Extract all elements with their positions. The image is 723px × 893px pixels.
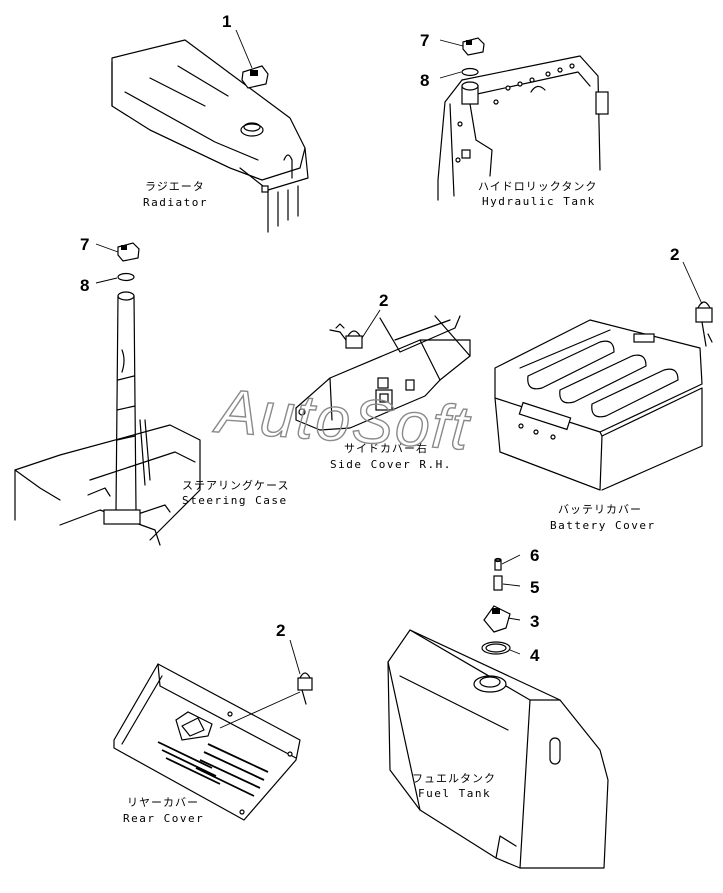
callout-numbers: 1 7 8 7 8 2 2 2 6 5 3 4 [80, 12, 679, 665]
label-steering-case-en: Steering Case [182, 494, 288, 507]
label-radiator-ja: ラジエータ [145, 180, 205, 193]
label-fuel-tank-ja: フュエルタンク [412, 772, 496, 785]
callout-hyd-cap: 7 [420, 31, 429, 50]
label-rear-cover-en: Rear Cover [123, 812, 204, 825]
label-fuel-tank-en: Fuel Tank [418, 787, 491, 800]
callout-rear-lock: 2 [276, 621, 285, 640]
hydraulic-tank-drawing [437, 37, 609, 201]
callout-steer-ring: 8 [80, 276, 89, 295]
callout-fuel-5: 5 [530, 578, 539, 597]
label-hydraulic-tank-en: Hydraulic Tank [482, 195, 596, 208]
callout-battery-lock: 2 [670, 245, 679, 264]
side-cover-drawing [295, 309, 471, 431]
label-battery-cover-ja: バッテリカバー [558, 503, 642, 516]
callout-fuel-3: 3 [530, 612, 539, 631]
label-radiator-en: Radiator [143, 196, 208, 209]
callout-fuel-4: 4 [530, 646, 540, 665]
label-side-cover-ja: サイドカバー右 [344, 441, 428, 455]
callout-fuel-6: 6 [530, 546, 539, 565]
radiator-drawing [111, 29, 309, 233]
rear-cover-drawing [113, 639, 313, 821]
callout-radiator-cap: 1 [222, 12, 231, 31]
steering-case-drawing [14, 242, 201, 546]
label-battery-cover-en: Battery Cover [550, 519, 656, 532]
battery-cover-drawing [494, 261, 713, 491]
label-side-cover-en: Side Cover R.H. [330, 458, 452, 471]
watermark: AutoSoft [211, 377, 474, 464]
callout-steer-cap: 7 [80, 235, 89, 254]
callout-hyd-ring: 8 [420, 71, 429, 90]
part-labels: ラジエータ Radiator ハイドロリックタンク Hydraulic Tank… [123, 180, 656, 825]
fuel-tank-drawing [387, 554, 609, 869]
callout-side-lock: 2 [379, 291, 388, 310]
label-rear-cover-ja: リヤーカバー [127, 796, 199, 809]
label-steering-case-ja: ステアリングケース [182, 478, 289, 492]
label-hydraulic-tank-ja: ハイドロリックタンク [478, 180, 597, 193]
